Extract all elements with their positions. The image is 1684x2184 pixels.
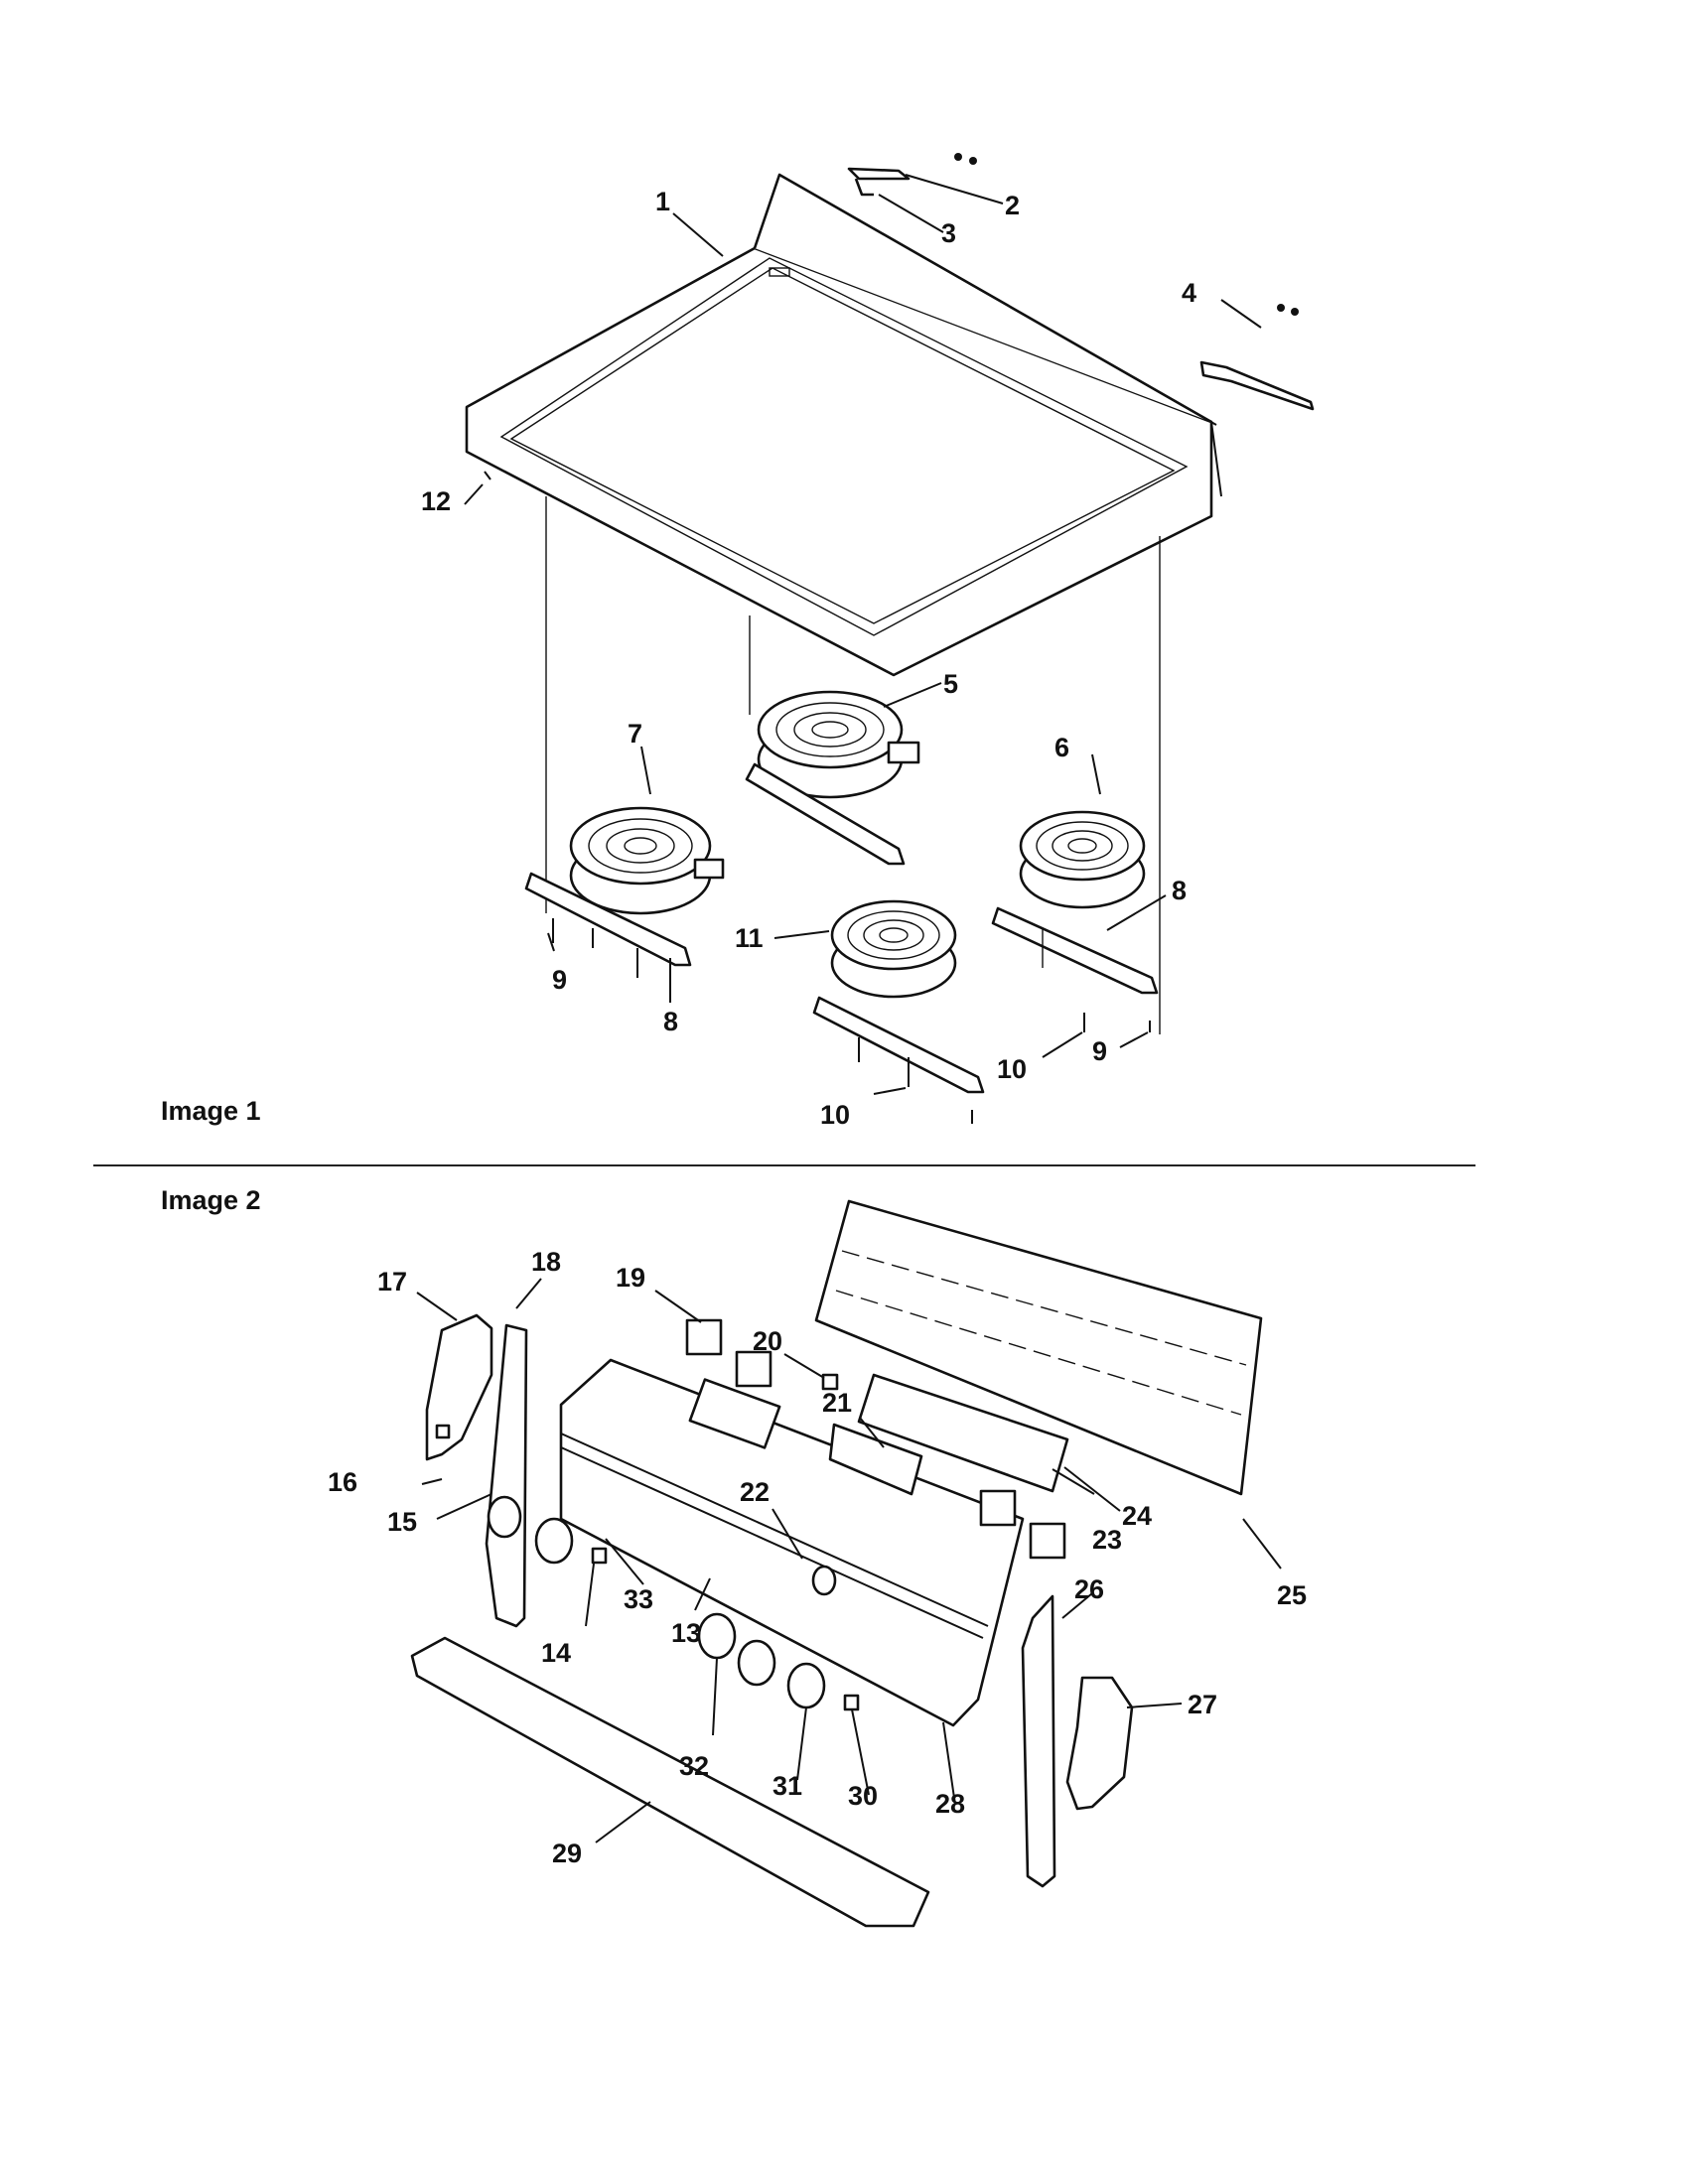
callout-32: 32 [679,1751,709,1781]
clock-module-21 [828,1373,1069,1496]
callout-9: 9 [552,965,567,995]
callout-22: 22 [740,1477,770,1507]
switches [591,1373,860,1711]
callout-9b: 9 [1092,1036,1107,1066]
callouts-image2: 13 14 15 16 17 18 19 20 21 22 23 24 25 2… [328,1247,1307,1868]
cooktop-main-top [465,173,1222,677]
heating-element-11 [830,899,957,999]
callout-29: 29 [552,1839,582,1868]
leader-lines-image2 [416,1278,1282,1843]
section-label-image-2: Image 2 [161,1185,261,1215]
callout-30: 30 [848,1781,878,1811]
callout-28: 28 [935,1789,965,1819]
callout-8b: 8 [663,1007,678,1036]
support-bracket-6 [991,906,1159,995]
callout-13: 13 [671,1618,701,1648]
callout-23: 23 [1092,1525,1122,1555]
support-bracket-5 [745,762,906,866]
panel-rear-25 [814,1199,1263,1496]
callout-11: 11 [735,923,764,953]
infinite-switches [685,1318,1066,1560]
heating-element-5 [757,690,920,799]
callout-8: 8 [1172,876,1187,905]
screw-12 [484,471,491,480]
callout-25: 25 [1277,1580,1307,1610]
callout-4: 4 [1182,278,1196,308]
callout-21: 21 [822,1388,852,1418]
callout-31: 31 [772,1771,802,1801]
callout-10b: 10 [820,1100,850,1130]
heating-element-6 [1019,810,1146,909]
callout-6: 6 [1054,733,1069,762]
hinge-bracket-right [1199,304,1315,411]
side-trim-left-15 [485,1323,528,1628]
callout-1: 1 [655,187,670,216]
callout-33: 33 [624,1584,653,1614]
callout-12: 12 [421,486,451,516]
callout-26: 26 [1074,1574,1104,1604]
end-cap-17 [425,1313,493,1461]
callout-5: 5 [943,669,958,699]
callout-20: 20 [753,1326,782,1356]
end-cap-27 [1065,1676,1134,1811]
support-bracket-11 [812,996,1151,1124]
callout-10: 10 [997,1054,1027,1084]
support-bracket-7 [524,872,692,983]
callout-24: 24 [1122,1501,1152,1531]
callout-19: 19 [616,1263,645,1293]
heating-element-7 [569,806,725,915]
callout-18: 18 [531,1247,561,1277]
bottom-trim-29 [410,1636,930,1928]
callout-7: 7 [628,719,642,749]
alignment-lines [545,496,1161,1034]
callout-14: 14 [541,1638,571,1668]
callout-16: 16 [328,1467,357,1497]
callout-2: 2 [1005,191,1020,220]
leader-lines-image1 [464,174,1262,1095]
section-label-image-1: Image 1 [161,1096,261,1126]
callout-15: 15 [387,1507,417,1537]
section-divider [93,1164,1475,1166]
callout-3: 3 [941,218,956,248]
hinge-bracket-left [847,153,977,197]
callouts-image1: 1 2 3 4 5 6 7 8 8 9 9 10 10 11 12 [421,187,1196,1130]
side-trim-right-26 [1021,1594,1056,1888]
callout-27: 27 [1188,1690,1217,1719]
callout-17: 17 [377,1267,407,1297]
